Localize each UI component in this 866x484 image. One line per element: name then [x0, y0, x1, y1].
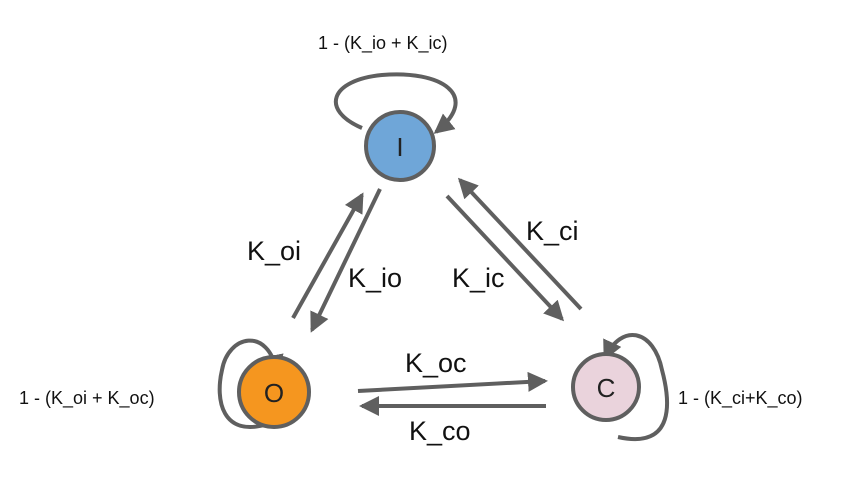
node-o-label: O — [264, 378, 284, 408]
edge-io — [310, 188, 382, 333]
edge-label-co: K_co — [409, 416, 471, 446]
edge-oi — [291, 192, 364, 319]
edge-label-ic: K_ic — [452, 263, 505, 293]
node-o-circle — [237, 355, 311, 429]
edge-label-oi: K_oi — [247, 236, 301, 266]
edge-oc — [357, 371, 548, 393]
self-loop-label-o: 1 - (K_oi + K_oc) — [19, 388, 155, 409]
self-loop-o — [217, 338, 284, 429]
node-o: O — [237, 355, 311, 429]
node-c-circle — [571, 352, 641, 422]
self-loop-label-i: 1 - (K_io + K_ic) — [318, 33, 448, 54]
node-i: I — [364, 110, 436, 182]
edge-ic — [445, 194, 565, 322]
node-c: C — [571, 352, 641, 422]
edge-label-io: K_io — [348, 263, 402, 293]
self-loop-c — [603, 333, 670, 441]
edge-label-oc: K_oc — [405, 348, 467, 378]
self-loop-label-c: 1 - (K_ci+K_co) — [678, 388, 803, 409]
node-i-circle — [364, 110, 436, 182]
node-i-label: I — [396, 132, 403, 162]
self-loop-i — [333, 72, 458, 134]
edge-label-ci: K_ci — [526, 216, 579, 246]
edge-ci — [457, 177, 583, 311]
node-c-label: C — [597, 373, 616, 403]
